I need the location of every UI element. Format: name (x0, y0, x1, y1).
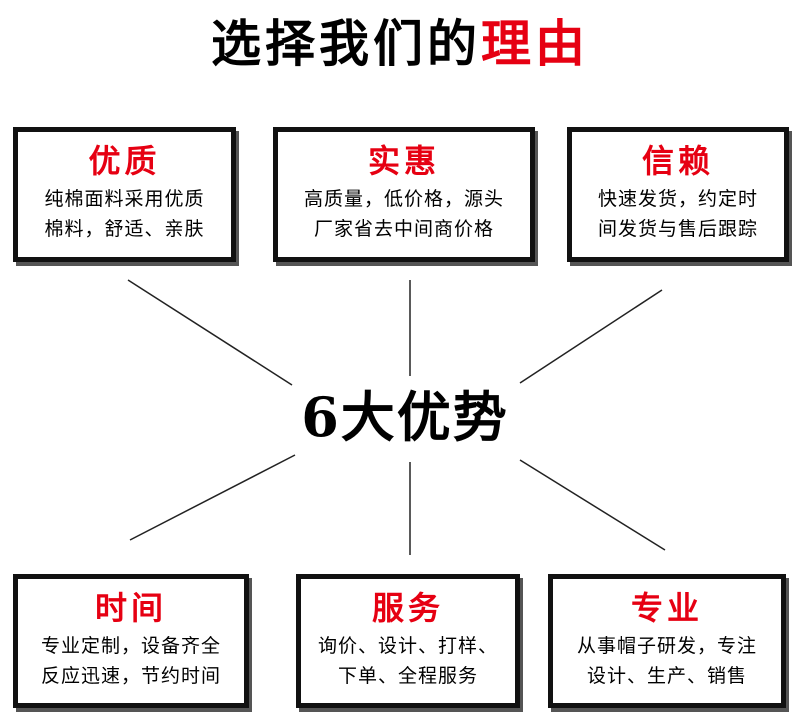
connector-line-bottom-left (129, 454, 296, 541)
card-body: 快速发货，约定时 间发货与售后跟踪 (572, 184, 784, 244)
card-heading: 时间 (94, 589, 167, 627)
card-value: 实惠 高质量，低价格，源头 厂家省去中间商价格 (273, 127, 535, 262)
title-highlight: 理由 (481, 14, 589, 73)
card-line: 快速发货，约定时 (597, 188, 758, 210)
connector-line-top-right (519, 289, 663, 384)
title-main: 选择我们的 (211, 14, 481, 73)
card-line: 反应迅速，节约时间 (40, 665, 221, 687)
card-line: 从事帽子研发，专注 (576, 635, 757, 657)
card-line: 专业定制，设备齐全 (40, 635, 221, 657)
card-quality: 优质 纯棉面料采用优质 棉料，舒适、亲肤 (13, 127, 236, 262)
card-body: 从事帽子研发，专注 设计、生产、销售 (553, 631, 781, 691)
card-body: 专业定制，设备齐全 反应迅速，节约时间 (18, 631, 244, 691)
card-expertise: 专业 从事帽子研发，专注 设计、生产、销售 (548, 574, 786, 708)
card-body: 纯棉面料采用优质 棉料，舒适、亲肤 (18, 184, 231, 244)
page-title: 选择我们的理由 (0, 12, 800, 76)
card-line: 设计、生产、销售 (586, 665, 747, 687)
card-body: 高质量，低价格，源头 厂家省去中间商价格 (278, 184, 530, 244)
card-service: 服务 询价、设计、打样、 下单、全程服务 (296, 574, 520, 708)
card-line: 询价、设计、打样、 (317, 635, 498, 657)
center-label: 6大优势 (301, 385, 509, 449)
card-line: 棉料，舒适、亲肤 (44, 218, 205, 240)
card-heading: 实惠 (367, 142, 440, 180)
card-line: 纯棉面料采用优质 (44, 188, 205, 210)
card-heading: 优质 (88, 142, 161, 180)
card-line: 厂家省去中间商价格 (313, 218, 494, 240)
connector-line-bottom-right (519, 459, 666, 551)
card-time: 时间 专业定制，设备齐全 反应迅速，节约时间 (13, 574, 249, 708)
card-heading: 信赖 (641, 142, 714, 180)
card-trust: 信赖 快速发货，约定时 间发货与售后跟踪 (567, 127, 789, 262)
card-heading: 专业 (630, 589, 703, 627)
connector-line-top-left (127, 279, 293, 386)
card-line: 高质量，低价格，源头 (303, 188, 504, 210)
card-heading: 服务 (371, 589, 444, 627)
card-body: 询价、设计、打样、 下单、全程服务 (301, 631, 515, 691)
card-line: 间发货与售后跟踪 (597, 218, 758, 240)
card-line: 下单、全程服务 (337, 665, 478, 687)
